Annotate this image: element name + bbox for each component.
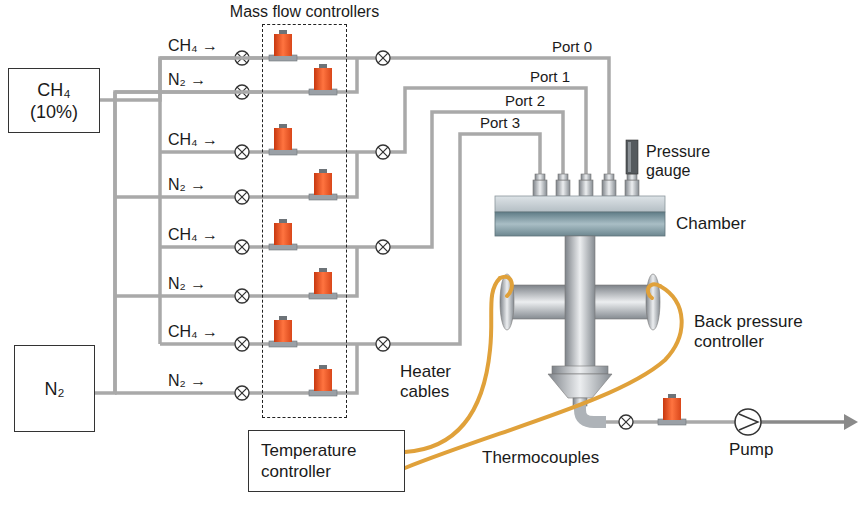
cross-tube: [565, 236, 595, 374]
heater-cable-wrap: [648, 284, 660, 298]
port-label: Port 3: [480, 114, 520, 131]
port-fitting: [602, 174, 616, 196]
elbow-pipe: [580, 404, 606, 422]
group-heading: Mass flow controllers: [230, 3, 379, 21]
exhaust-arrow-line: [761, 420, 846, 424]
gas-supply-line: [95, 92, 262, 393]
chamber-illustration: [495, 140, 761, 435]
flange: [500, 274, 514, 330]
valve: [235, 240, 249, 254]
port-fitting: [625, 174, 639, 196]
exhaust-arrowhead: [844, 414, 858, 430]
pressure-gauge-body: [626, 140, 638, 174]
mfc-icon: [309, 169, 337, 200]
chamber-lid-side: [495, 212, 665, 236]
valve: [235, 145, 249, 159]
mass-flow-controllers: [269, 30, 337, 396]
pressure-gauge-highlight: [628, 142, 631, 172]
part-label: Thermocouples: [482, 448, 599, 468]
valve: [376, 51, 390, 65]
gas-flow-label: N₂ →: [168, 372, 206, 390]
gas-source-name: CH₄ (10%): [22, 79, 86, 123]
gas-flow-label: N₂ →: [168, 275, 206, 293]
mfc-icon: [269, 316, 297, 347]
port-label: Port 1: [530, 68, 570, 85]
gas-flow-label: CH₄ →: [168, 323, 218, 341]
controller-name: Temperature controller: [261, 440, 379, 482]
gas-flow-label: CH₄ →: [168, 226, 218, 244]
valve: [235, 337, 249, 351]
valve: [235, 289, 249, 303]
port-line: [383, 58, 609, 180]
bpc-ring: [552, 366, 608, 374]
part-label: Pressure gauge: [646, 142, 720, 180]
port-label: Port 2: [505, 92, 545, 109]
mfc-icon: [269, 219, 297, 250]
valve: [619, 415, 633, 429]
gas-flow-label: N₂ →: [168, 71, 206, 89]
valve: [235, 190, 249, 204]
heater-cable-wrap: [500, 277, 512, 296]
gas-flow-label: CH₄ →: [168, 37, 218, 55]
gas-flow-label: CH₄ →: [168, 131, 218, 149]
mfc-icon: [269, 124, 297, 155]
part-label: Pump: [729, 440, 773, 460]
chamber-lid-top: [495, 196, 665, 212]
part-label: Heater cables: [400, 362, 470, 402]
port-fitting: [533, 174, 547, 196]
mfc-icon: [658, 394, 686, 425]
mfc-icon: [309, 365, 337, 396]
pump-symbol: [735, 409, 761, 435]
flange: [646, 274, 660, 330]
part-label: Back pressure controller: [694, 312, 824, 352]
valve: [376, 145, 390, 159]
mfc-icon: [269, 30, 297, 61]
port-fitting: [579, 174, 593, 196]
valve: [376, 240, 390, 254]
gas-source-name: N₂: [45, 378, 65, 400]
part-label: Chamber: [676, 214, 746, 234]
gas-lines: [115, 58, 846, 422]
gas-source-box: CH₄ (10%): [8, 68, 100, 133]
mfc-icon: [309, 268, 337, 299]
port-label: Port 0: [552, 38, 592, 55]
gas-flow-label: N₂ →: [168, 176, 206, 194]
mfc-group-box: Mass flow controllers: [262, 24, 347, 418]
port-fitting: [556, 174, 570, 196]
valve: [235, 386, 249, 400]
gas-source-box: N₂: [14, 345, 95, 432]
valve: [376, 337, 390, 351]
edge-group: [95, 58, 262, 393]
controller-box: Temperature controller: [248, 430, 405, 492]
mfc-icon: [309, 64, 337, 95]
pump-triangle: [739, 414, 758, 430]
valves: [235, 51, 390, 400]
